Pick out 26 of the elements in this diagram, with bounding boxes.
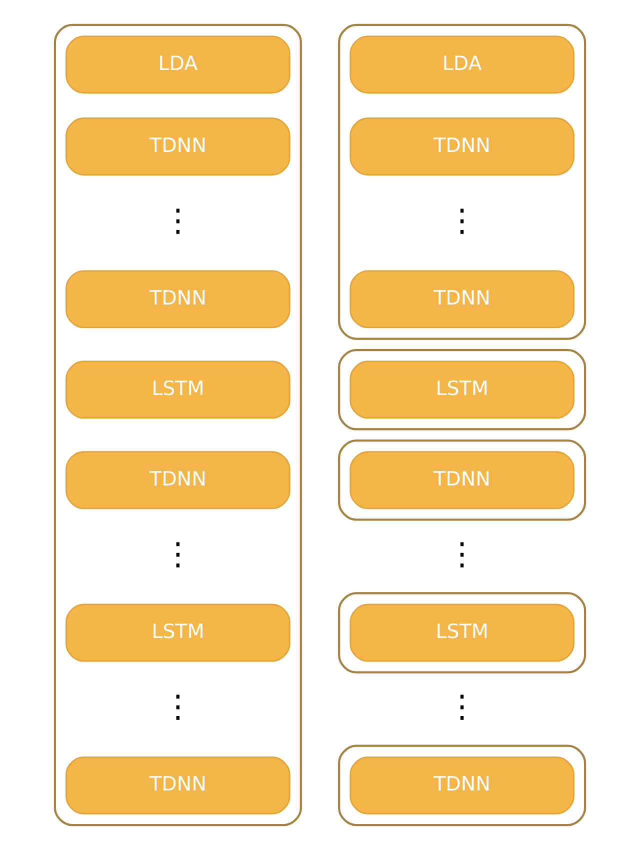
node-box: TDNN bbox=[350, 451, 574, 510]
label: ⋮ bbox=[446, 689, 478, 726]
node-box: LSTM bbox=[66, 604, 290, 662]
node-box: LDA bbox=[66, 36, 290, 94]
node-box: TDNN bbox=[350, 270, 574, 328]
node-box: TDNN bbox=[350, 756, 574, 814]
node-box: TDNN bbox=[66, 270, 290, 328]
node-box: LSTM bbox=[350, 360, 574, 419]
cluster bbox=[338, 24, 586, 340]
cluster bbox=[338, 744, 586, 826]
node-box: LSTM bbox=[350, 604, 574, 662]
label: ⋮ bbox=[162, 689, 194, 726]
node-box: TDNN bbox=[66, 756, 290, 814]
label: ⋮ bbox=[446, 536, 478, 572]
node-box: TDNN bbox=[350, 118, 574, 176]
label: ⋮ bbox=[446, 202, 478, 239]
cluster bbox=[54, 24, 302, 826]
node-box: TDNN bbox=[66, 451, 290, 510]
node-box: TDNN bbox=[66, 118, 290, 176]
node-box: LDA bbox=[350, 36, 574, 94]
cluster bbox=[338, 349, 586, 430]
label: ⋮ bbox=[162, 202, 194, 239]
cluster bbox=[338, 440, 586, 521]
label: ⋮ bbox=[162, 536, 194, 572]
cluster bbox=[338, 592, 586, 674]
node-box: LSTM bbox=[66, 360, 290, 419]
